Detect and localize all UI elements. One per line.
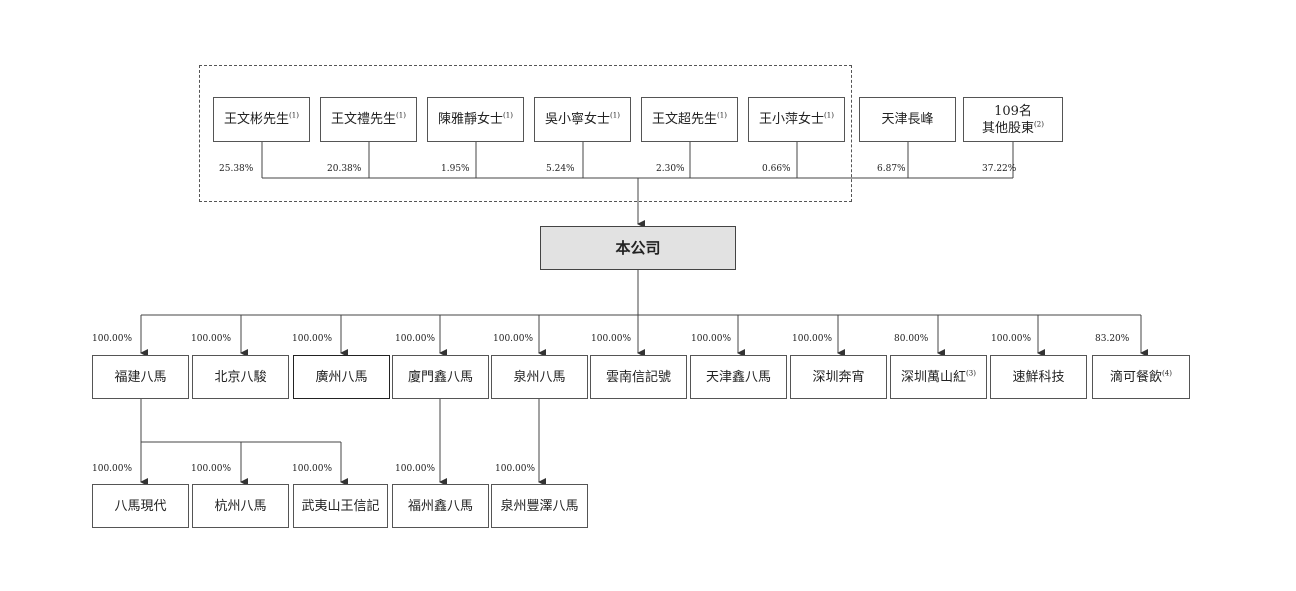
- shareholding-percentage: 100.00%: [395, 464, 436, 474]
- subsidiary-box: 雲南信記號: [590, 355, 687, 399]
- shareholding-percentage: 100.00%: [92, 464, 133, 474]
- subsidiary-box: 北京八駿: [192, 355, 289, 399]
- subsidiary-box: 滴可餐飲(4): [1092, 355, 1190, 399]
- subsidiary-box: 廈門鑫八馬: [392, 355, 489, 399]
- shareholding-percentage: 100.00%: [792, 334, 833, 344]
- subsidiary-box: 深圳奔宵: [790, 355, 887, 399]
- shareholder-box: 吳小寧女士(1): [534, 97, 631, 142]
- shareholder-box: 王文彬先生(1): [213, 97, 310, 142]
- shareholding-percentage: 83.20%: [1095, 334, 1130, 344]
- shareholding-percentage: 100.00%: [191, 334, 232, 344]
- shareholding-percentage: 20.38%: [327, 164, 362, 174]
- shareholder-box: 王小萍女士(1): [748, 97, 845, 142]
- subsidiary-box: 深圳萬山紅(3): [890, 355, 987, 399]
- shareholding-percentage: 100.00%: [292, 464, 333, 474]
- shareholding-percentage: 37.22%: [982, 164, 1017, 174]
- shareholding-percentage: 0.66%: [762, 164, 791, 174]
- shareholding-percentage: 100.00%: [591, 334, 632, 344]
- subsidiary-box: 福建八馬: [92, 355, 189, 399]
- shareholding-percentage: 6.87%: [877, 164, 906, 174]
- shareholding-percentage: 100.00%: [292, 334, 333, 344]
- shareholding-percentage: 100.00%: [191, 464, 232, 474]
- shareholding-percentage: 1.95%: [441, 164, 470, 174]
- shareholding-percentage: 100.00%: [493, 334, 534, 344]
- controlling-shareholders-group: [199, 65, 852, 202]
- second-level-subsidiary-box: 武夷山王信記: [293, 484, 388, 528]
- shareholding-percentage: 25.38%: [219, 164, 254, 174]
- shareholding-percentage: 100.00%: [691, 334, 732, 344]
- shareholding-percentage: 100.00%: [495, 464, 536, 474]
- shareholder-box: 陳雅靜女士(1): [427, 97, 524, 142]
- subsidiary-box: 廣州八馬: [293, 355, 390, 399]
- subsidiary-box: 天津鑫八馬: [690, 355, 787, 399]
- shareholding-percentage: 80.00%: [894, 334, 929, 344]
- shareholding-percentage: 2.30%: [656, 164, 685, 174]
- shareholder-box: 天津長峰: [859, 97, 956, 142]
- subsidiary-box: 速鮮科技: [990, 355, 1087, 399]
- second-level-subsidiary-box: 杭州八馬: [192, 484, 289, 528]
- subsidiary-box: 泉州八馬: [491, 355, 588, 399]
- company-box: 本公司: [540, 226, 736, 270]
- shareholding-percentage: 100.00%: [991, 334, 1032, 344]
- shareholder-box: 王文超先生(1): [641, 97, 738, 142]
- shareholding-percentage: 100.00%: [395, 334, 436, 344]
- second-level-subsidiary-box: 福州鑫八馬: [392, 484, 489, 528]
- shareholder-box: 王文禮先生(1): [320, 97, 417, 142]
- shareholder-box: 109名 其他股東(2): [963, 97, 1063, 142]
- shareholding-percentage: 100.00%: [92, 334, 133, 344]
- second-level-subsidiary-box: 八馬現代: [92, 484, 189, 528]
- shareholding-percentage: 5.24%: [546, 164, 575, 174]
- second-level-subsidiary-box: 泉州豐澤八馬: [491, 484, 588, 528]
